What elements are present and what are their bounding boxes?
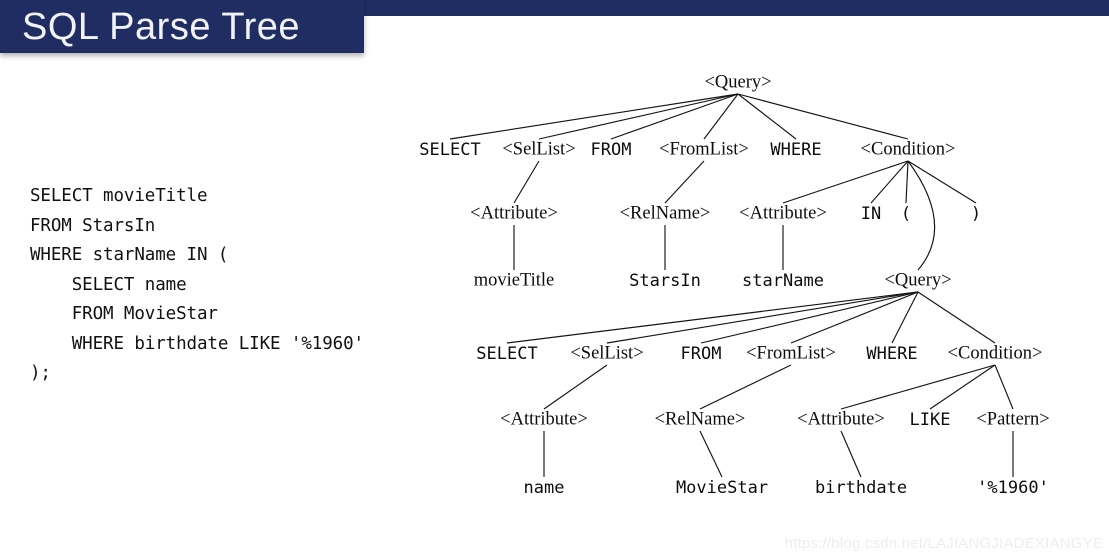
tree-node-n2-relname: <RelName> bbox=[620, 203, 711, 223]
watermark-url: https://blog.csdn.net/LAJIANGJIADEXIANGY… bbox=[784, 535, 1103, 552]
tree-edge bbox=[699, 364, 792, 410]
tree-edge bbox=[790, 291, 919, 344]
tree-node-n4-from: FROM bbox=[681, 344, 722, 364]
title-banner-box: SQL Parse Tree bbox=[0, 0, 364, 53]
tree-edge bbox=[699, 430, 723, 478]
tree-node-n2-attribute-b: <Attribute> bbox=[739, 203, 827, 223]
tree-node-n1-sellist: <SelList> bbox=[502, 139, 575, 159]
page-title: SQL Parse Tree bbox=[22, 6, 301, 48]
parse-tree-edges bbox=[449, 93, 1014, 478]
tree-edge bbox=[664, 160, 705, 204]
tree-edge bbox=[905, 160, 909, 204]
tree-edge bbox=[513, 160, 540, 204]
tree-node-n1-where: WHERE bbox=[770, 140, 821, 160]
tree-edge bbox=[929, 364, 996, 410]
tree-edge bbox=[737, 93, 909, 140]
tree-edge bbox=[891, 291, 919, 344]
tree-edge bbox=[840, 364, 996, 410]
tree-node-n4-condition: <Condition> bbox=[948, 343, 1043, 363]
tree-node-n1-condition: <Condition> bbox=[861, 139, 956, 159]
tree-edge bbox=[700, 291, 919, 344]
tree-node-n1-from: FROM bbox=[591, 140, 632, 160]
tree-edge bbox=[737, 93, 797, 140]
tree-node-n6-name: name bbox=[524, 478, 565, 498]
tree-node-n3-starsin: StarsIn bbox=[629, 271, 701, 291]
tree-node-n-query-root: <Query> bbox=[704, 72, 771, 92]
tree-node-n5-attribute-a: <Attribute> bbox=[500, 409, 588, 429]
tree-node-n3-query-inner: <Query> bbox=[884, 270, 951, 290]
tree-node-n4-select: SELECT bbox=[476, 344, 537, 364]
tree-node-n4-sellist: <SelList> bbox=[570, 343, 643, 363]
tree-edge bbox=[782, 160, 909, 204]
tree-edge bbox=[994, 364, 1014, 410]
sql-query-code: SELECT movieTitle FROM StarsIn WHERE sta… bbox=[30, 186, 364, 383]
tree-node-n5-pattern: <Pattern> bbox=[976, 409, 1049, 429]
tree-edge bbox=[543, 364, 608, 410]
tree-edge bbox=[840, 430, 862, 478]
tree-edge bbox=[870, 160, 909, 204]
tree-node-n1-select: SELECT bbox=[419, 140, 480, 160]
tree-node-n4-where: WHERE bbox=[866, 344, 917, 364]
tree-node-n6-birthdate: birthdate bbox=[815, 478, 907, 498]
tree-node-n1-fromlist: <FromList> bbox=[659, 139, 749, 159]
tree-edge bbox=[703, 93, 739, 140]
tree-node-n5-relname: <RelName> bbox=[655, 409, 746, 429]
tree-node-n4-fromlist: <FromList> bbox=[746, 343, 836, 363]
tree-node-n3-starname: starName bbox=[742, 271, 824, 291]
tree-node-n2-rparen: ) bbox=[971, 204, 981, 224]
tree-node-n5-like: LIKE bbox=[910, 410, 951, 430]
tree-node-n2-in: IN bbox=[861, 204, 881, 224]
tree-edge bbox=[538, 93, 739, 140]
tree-node-n5-attribute-b: <Attribute> bbox=[797, 409, 885, 429]
tree-node-n2-attribute-a: <Attribute> bbox=[470, 203, 558, 223]
tree-edge bbox=[907, 160, 977, 204]
tree-node-n3-movietitle: movieTitle bbox=[474, 270, 555, 290]
tree-edge-curved bbox=[907, 160, 936, 271]
tree-node-n2-lparen: ( bbox=[901, 204, 911, 224]
tree-edge bbox=[449, 93, 739, 140]
tree-node-n6-pattern-lit: '%1960' bbox=[977, 478, 1049, 498]
tree-edge bbox=[506, 291, 919, 344]
tree-node-n6-moviestar: MovieStar bbox=[676, 478, 768, 498]
parse-tree-nodes: <Query> SELECT <SelList> FROM <FromList> WHER… bbox=[419, 72, 1049, 498]
tree-edge bbox=[610, 93, 739, 140]
tree-edge bbox=[606, 291, 919, 344]
tree-edge bbox=[917, 291, 996, 344]
